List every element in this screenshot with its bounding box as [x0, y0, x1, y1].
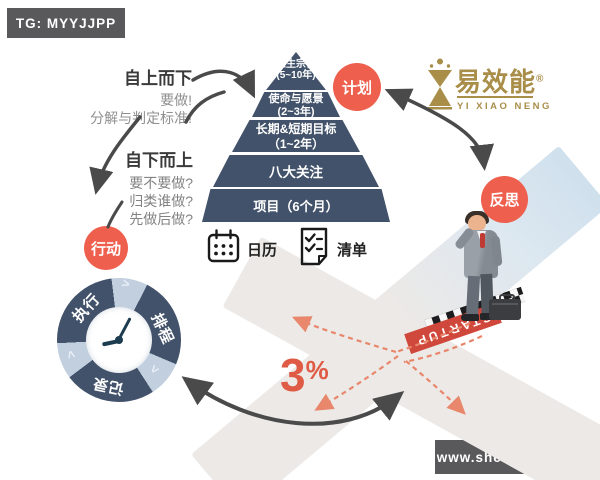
brand-pinyin: YI XIAO NENG — [457, 101, 552, 112]
pyramid-level-purpose: 人生宗旨(5~10年) — [266, 52, 326, 90]
bottom-up-line: 先做后做? — [129, 211, 193, 227]
bottom-up-title: 自下而上 — [125, 151, 193, 170]
percent-callout: 3% — [280, 348, 329, 402]
top-down-line: 分解与判定标准! — [90, 109, 192, 126]
pyramid-level-shape — [252, 92, 340, 117]
businessman-shoe — [480, 313, 496, 320]
plan-node: 计划 — [333, 63, 381, 111]
top-down-title: 自上而下 — [124, 69, 192, 88]
top-down-annotation: 自上而下 要做! 分解与判定标准! — [40, 64, 192, 127]
pyramid-level-label: 项目（6个月） — [253, 199, 339, 214]
pyramid-level-period: (2~3年) — [277, 105, 315, 118]
pyramid-level-projects: 项目（6个月） — [202, 189, 390, 222]
businessman-arm — [490, 235, 503, 267]
pyramid-level-period: (5~10年) — [276, 70, 316, 81]
bottom-up-annotation: 自下而上 要不要做? 归类谁做? 先做后做? — [55, 146, 193, 228]
clock-pivot — [115, 336, 123, 344]
calendar-icon — [207, 229, 240, 263]
pyramid-level-focus: 八大关注 — [213, 155, 379, 187]
checklist-label: 清单 — [337, 242, 368, 259]
businessman-leg — [465, 275, 481, 318]
bottom-up-line: 归类谁做? — [129, 193, 193, 209]
pyramid-level-period: （1~2年） — [267, 136, 325, 151]
bottom-up-line: 要不要做? — [129, 175, 193, 191]
pyramid-level-goals: 长期&短期目标（1~2年） — [232, 120, 360, 152]
pyramid-level-shape — [213, 155, 379, 187]
reflect-node: 反思 — [481, 176, 528, 223]
pyramid-level-label: 使命与愿景 — [268, 93, 324, 105]
pyramid-level-vision: 使命与愿景(2~3年) — [252, 92, 340, 118]
briefcase — [489, 294, 521, 320]
pyramid-level-label: 八大关注 — [269, 165, 323, 180]
businessman-face — [468, 215, 486, 232]
businessman-shoe — [461, 314, 479, 321]
telegram-badge: TG: MYYJJPP — [7, 8, 125, 38]
businessman-tie — [480, 233, 485, 248]
pyramid-level-shape — [232, 120, 360, 152]
percent-sign: % — [305, 355, 329, 385]
hourglass-icon — [428, 58, 452, 110]
brand-name: 易效能® — [455, 67, 545, 97]
percent-value: 3 — [280, 349, 306, 401]
checklist-icon — [300, 227, 328, 266]
pyramid-level-label: 长期&短期目标 — [255, 122, 337, 136]
brand-divider — [457, 96, 533, 98]
businessman-figure — [453, 211, 525, 321]
action-node: 行动 — [84, 226, 128, 270]
trademark-symbol: ® — [536, 73, 545, 85]
top-down-line: 要做! — [160, 92, 192, 108]
pyramid-level-label: 人生宗旨 — [276, 59, 316, 70]
pyramid-level-shape — [202, 189, 390, 222]
calendar-label: 日历 — [247, 242, 278, 259]
